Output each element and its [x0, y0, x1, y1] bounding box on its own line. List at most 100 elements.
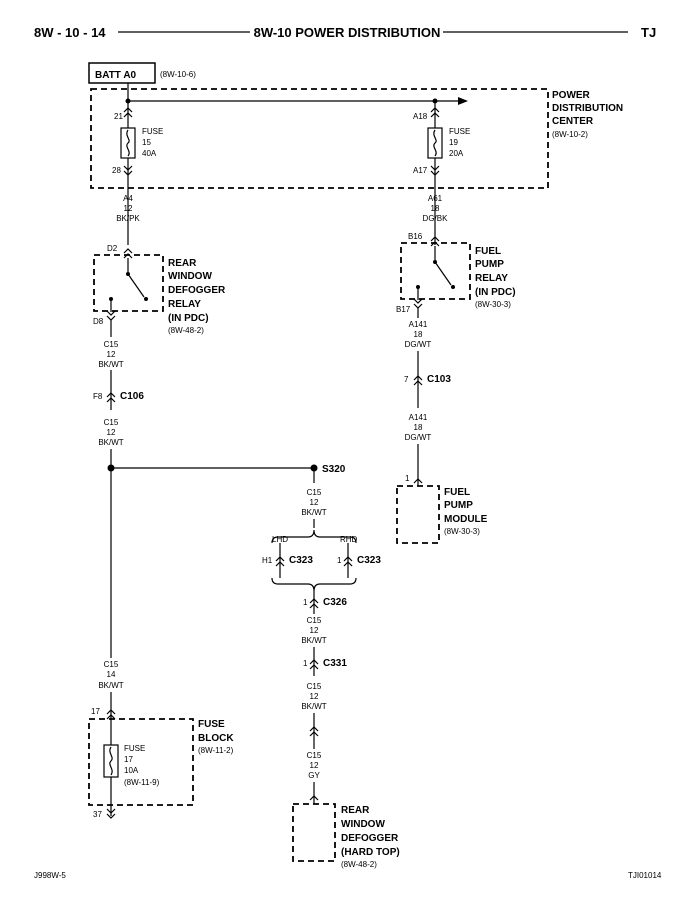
wire-a141-b-gauge: 18	[414, 423, 423, 432]
wire-a61-circuit: A61	[428, 194, 443, 203]
page-title: 8W-10 POWER DISTRIBUTION	[254, 25, 441, 40]
c326-name: C326	[323, 597, 347, 608]
pdc-name-3: CENTER	[552, 116, 594, 127]
wire-c15-c-circuit: C15	[307, 488, 322, 497]
wire-c15-d-gauge: 12	[310, 626, 319, 635]
wire-a4-gauge: 12	[124, 204, 133, 213]
defogger-relay-ref: (8W-48-2)	[168, 326, 204, 335]
defogger-relay-out-pin: D8	[93, 317, 104, 326]
fuse15-out-terminal-icon	[123, 165, 133, 176]
pdc-box	[90, 88, 549, 189]
fuel-module-name-3: MODULE	[444, 514, 488, 525]
fuel-relay-out-terminal-icon	[413, 298, 423, 309]
wire-c15-a-gauge: 12	[107, 350, 116, 359]
fuel-relay-contact	[451, 285, 455, 289]
fuse17-element-icon	[109, 746, 113, 776]
fuse19-line-3: 20A	[449, 149, 464, 158]
fuse15-line-1: FUSE	[142, 127, 163, 136]
fuse19-in-terminal-icon	[430, 107, 440, 118]
fuse19-out-pin: A17	[413, 166, 428, 175]
c323-lhd-terminal-icon	[275, 556, 285, 567]
wire-a141-a-circuit: A141	[409, 320, 428, 329]
fuse-block-in-terminal-icon	[106, 709, 116, 720]
fuel-module-terminal-icon	[413, 478, 423, 484]
c323-rhd-terminal-icon	[343, 556, 353, 567]
fuel-relay-name-3: RELAY	[475, 273, 508, 284]
fuel-relay-switch-arm	[434, 261, 452, 286]
c326-terminal-icon	[309, 598, 319, 609]
fuse15-in-terminal-icon	[123, 107, 133, 118]
fuse-block-ref: (8W-11-2)	[198, 746, 234, 755]
defogger-relay-contact	[144, 297, 148, 301]
fuel-module-ref: (8W-30-3)	[444, 527, 480, 536]
defogger-ref: (8W-48-2)	[341, 860, 377, 869]
fuel-module-name-2: PUMP	[444, 500, 473, 511]
defogger-name-3: DEFOGGER	[341, 833, 399, 844]
fuel-module-name-1: FUEL	[444, 487, 470, 498]
fuse15-in-pin: 21	[114, 112, 123, 121]
defogger-name-2: WINDOW	[341, 819, 385, 830]
variant-brace-top-icon	[271, 529, 357, 544]
page-number: 8W - 10 - 14	[34, 25, 106, 40]
vehicle-code: TJ	[641, 25, 656, 40]
fuse19-out-terminal-icon	[430, 165, 440, 176]
fuse17-line-1: FUSE	[124, 744, 145, 753]
wire-c15-gy-circuit: C15	[307, 751, 322, 760]
fuse-block-box	[88, 718, 194, 806]
defogger-relay-in-terminal-icon	[123, 248, 133, 259]
fuse-block-in-pin: 17	[91, 707, 100, 716]
defogger-terminal-icon	[309, 795, 319, 801]
c106-terminal-icon	[106, 392, 116, 403]
inline-terminal-icon	[309, 726, 319, 737]
wire-c15-d-circuit: C15	[307, 616, 322, 625]
wire-a61-gauge: 18	[431, 204, 440, 213]
fuse15-out-pin: 28	[112, 166, 121, 175]
defogger-relay-switch-arm	[127, 273, 145, 298]
wire-a141-b-circuit: A141	[409, 413, 428, 422]
fuse19-line-2: 19	[449, 138, 458, 147]
defogger-relay-out-terminal-icon	[106, 310, 116, 321]
c323-rhd-variant: RHD	[340, 535, 358, 544]
wire-c15-b-color: BK/WT	[98, 438, 123, 447]
c323-lhd-variant: LHD	[272, 535, 288, 544]
c103-pin: 7	[404, 375, 409, 384]
c103-terminal-icon	[413, 375, 423, 386]
defogger-relay-name-4: RELAY	[168, 299, 201, 310]
wire-a141-a-color: DG/WT	[405, 340, 432, 349]
fuse19-in-pin: A18	[413, 112, 428, 121]
c331-pin: 1	[303, 659, 308, 668]
wire-a4-color: BK/PK	[116, 214, 140, 223]
fuel-relay-ref: (8W-30-3)	[475, 300, 511, 309]
wire-c15-e-circuit: C15	[307, 682, 322, 691]
pdc-name-1: POWER	[552, 90, 591, 101]
defogger-name-4: (HARD TOP)	[341, 847, 400, 858]
fuse19-line-1: FUSE	[449, 127, 470, 136]
c331-name: C331	[323, 658, 347, 669]
c103-name: C103	[427, 374, 451, 385]
fuse17-line-4: (8W-11-9)	[124, 778, 160, 787]
splice-name: S320	[322, 464, 346, 475]
defogger-relay-in-pin: D2	[107, 244, 118, 253]
footer-left: J998W-5	[34, 871, 66, 880]
wire-c15-a-circuit: C15	[104, 340, 119, 349]
fuel-relay-out-pin: B17	[396, 305, 411, 314]
fuse15-line-3: 40A	[142, 149, 157, 158]
fuel-relay-in-terminal-icon	[430, 236, 440, 247]
wire-c15-a-color: BK/WT	[98, 360, 123, 369]
wire-c15-c-color: BK/WT	[301, 508, 326, 517]
wire-c15-gy-gauge: 12	[310, 761, 319, 770]
defogger-relay-name-5: (IN PDC)	[168, 313, 209, 324]
fuse-block-out-terminal-icon	[106, 808, 116, 819]
fuel-module-box	[396, 485, 440, 544]
fuse15-element-icon	[126, 129, 130, 157]
wire-a141-a-gauge: 18	[414, 330, 423, 339]
defogger-relay-name-3: DEFOGGER	[168, 285, 226, 296]
wire-c15-d-color: BK/WT	[301, 636, 326, 645]
fuse-block-name-1: FUSE	[198, 719, 225, 730]
fuse19-element-icon	[433, 129, 437, 157]
defogger-relay-name-2: WINDOW	[168, 271, 212, 282]
wire-c15-e-color: BK/WT	[301, 702, 326, 711]
pdc-name-2: DISTRIBUTION	[552, 103, 623, 114]
wire-c15-14-gauge: 14	[107, 670, 116, 679]
battery-label: BATT A0	[95, 70, 137, 81]
